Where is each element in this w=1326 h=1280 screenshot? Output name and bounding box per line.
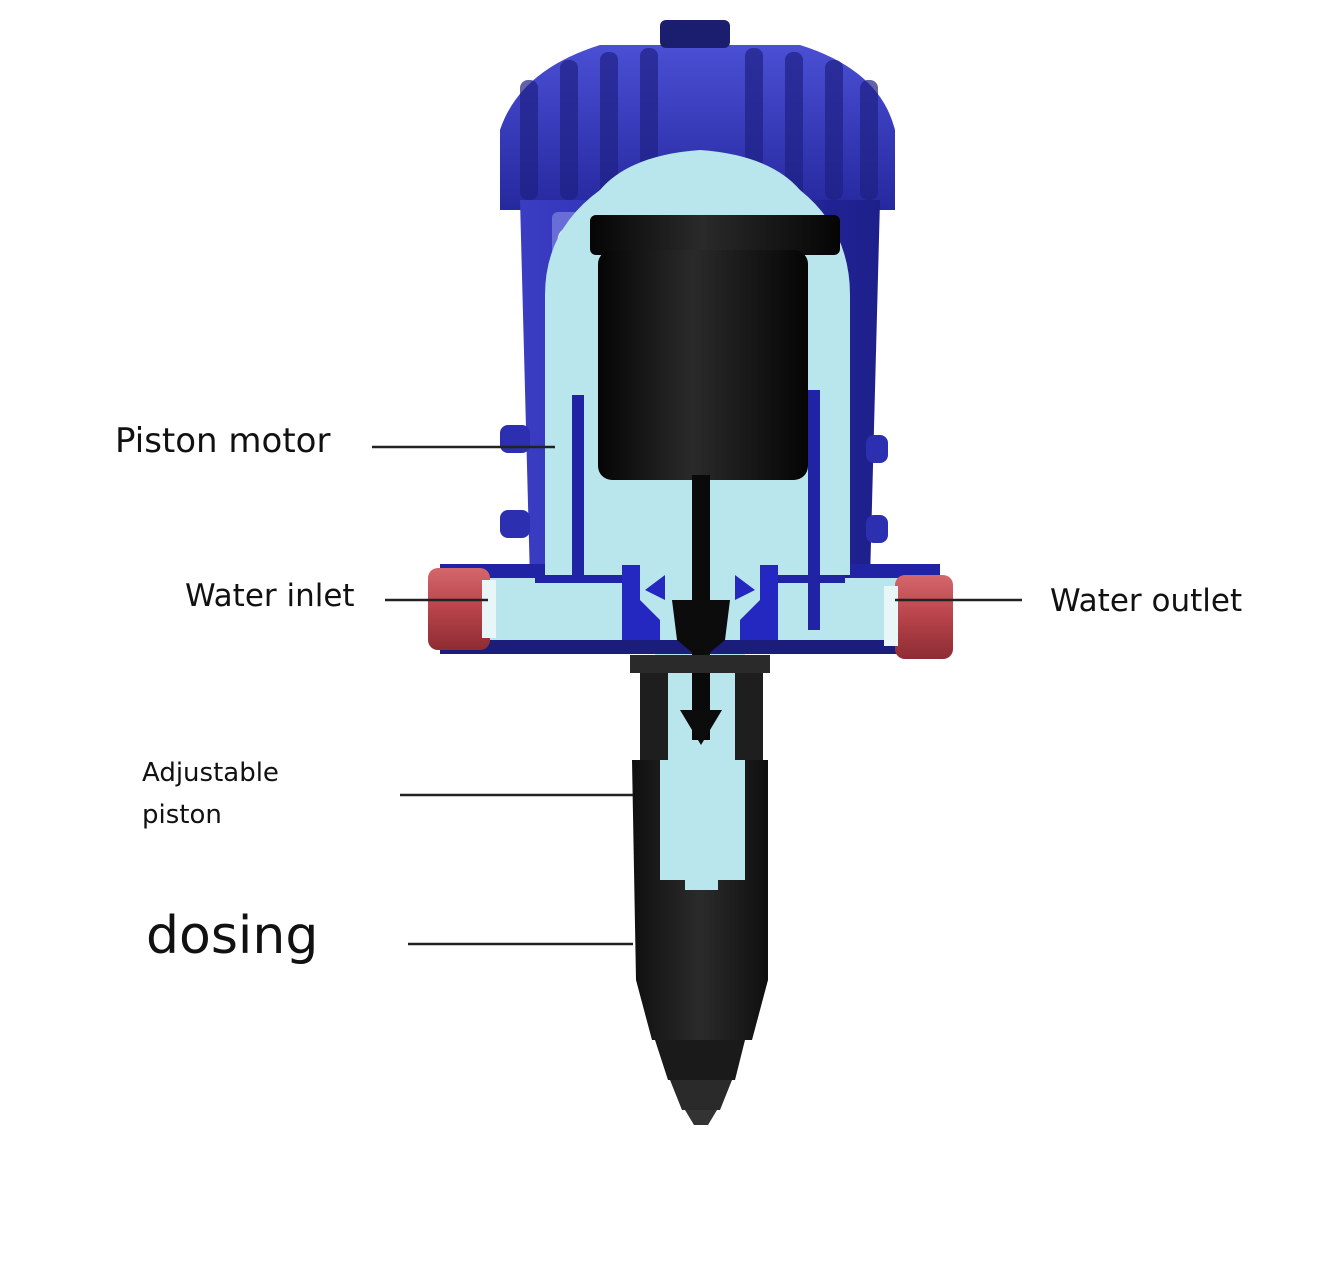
dosing-body — [632, 760, 768, 1125]
adjustable-piston-label-line1: Adjustable — [142, 758, 279, 788]
leader-lines — [372, 445, 1022, 946]
water-outlet-label: Water outlet — [1050, 583, 1243, 619]
check-valves — [622, 565, 778, 640]
threaded-collar — [630, 655, 770, 773]
dosing-label: dosing — [146, 906, 319, 966]
adjustable-piston-label-line2: piston — [142, 800, 222, 830]
water-outlet-cap — [884, 575, 953, 659]
adjustable-piston-label: Adjustable piston — [142, 752, 342, 836]
piston-motor-label: Piston motor — [115, 421, 331, 461]
water-inlet-label: Water inlet — [185, 578, 355, 614]
piston-motor-piston — [590, 215, 840, 745]
water-inlet-cap — [428, 568, 496, 650]
